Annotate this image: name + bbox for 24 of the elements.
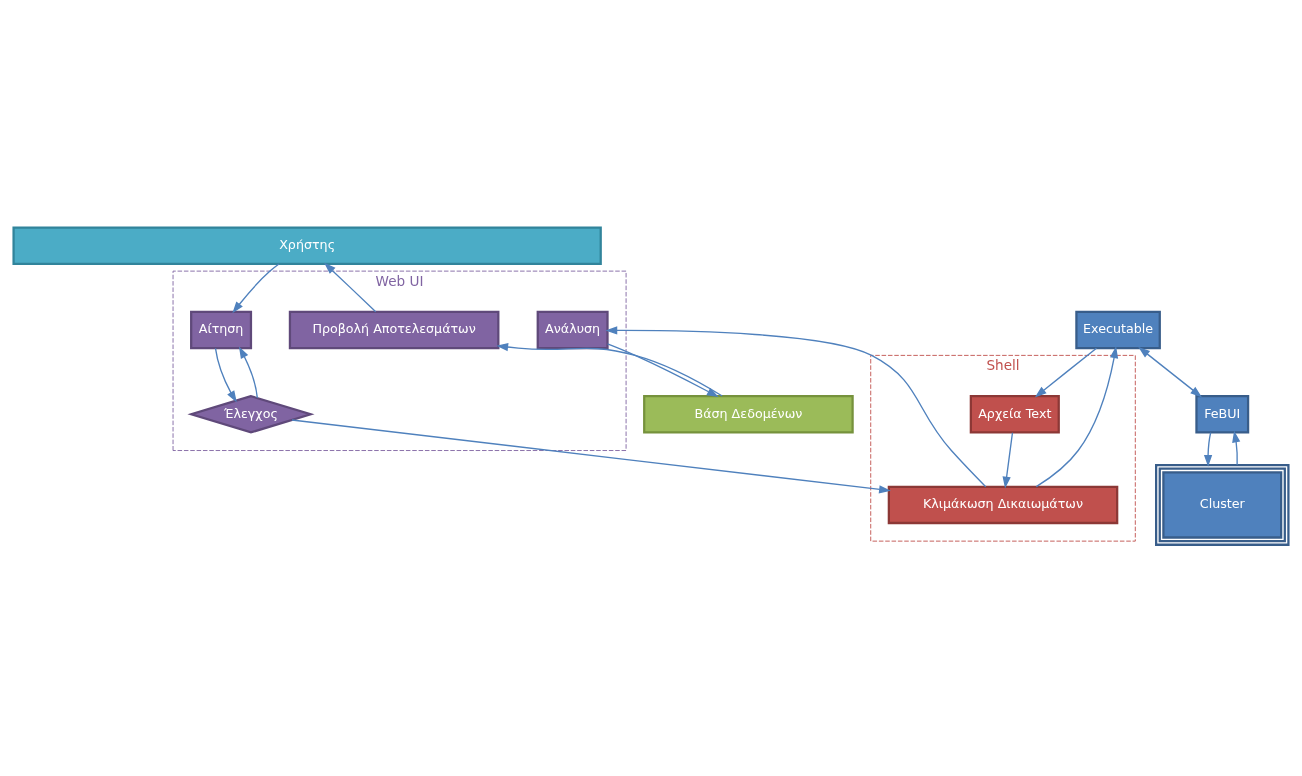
arrow — [324, 262, 377, 313]
node-box: Αρχεία Text — [969, 395, 1060, 434]
arrow — [1138, 346, 1203, 398]
node-box: Χρήστης — [12, 226, 602, 265]
arrow — [1002, 432, 1014, 489]
arrow — [606, 343, 719, 398]
arrow — [1203, 432, 1213, 467]
node-box: Βάση Δεδομένων — [643, 395, 854, 434]
node-box: FeBUI — [1195, 395, 1250, 434]
node-box: Αίτηση — [190, 310, 253, 350]
arrow — [605, 326, 987, 488]
node-box: Προβολή Αποτελεσμάτων — [288, 310, 500, 350]
arrow — [214, 347, 237, 403]
node-box: Κλιμάκωση Δικαιωμάτων — [887, 485, 1119, 525]
node-box: Ανάλυση — [536, 310, 609, 350]
arrow — [1034, 347, 1098, 398]
node-diamond: Έλεγχος — [187, 394, 315, 434]
arrow — [232, 263, 280, 314]
node-box: Executable — [1075, 310, 1161, 350]
arrow — [496, 342, 723, 397]
arrow — [291, 419, 891, 494]
arrow — [1035, 346, 1119, 488]
arrow — [238, 346, 258, 399]
arrow — [1232, 430, 1241, 466]
